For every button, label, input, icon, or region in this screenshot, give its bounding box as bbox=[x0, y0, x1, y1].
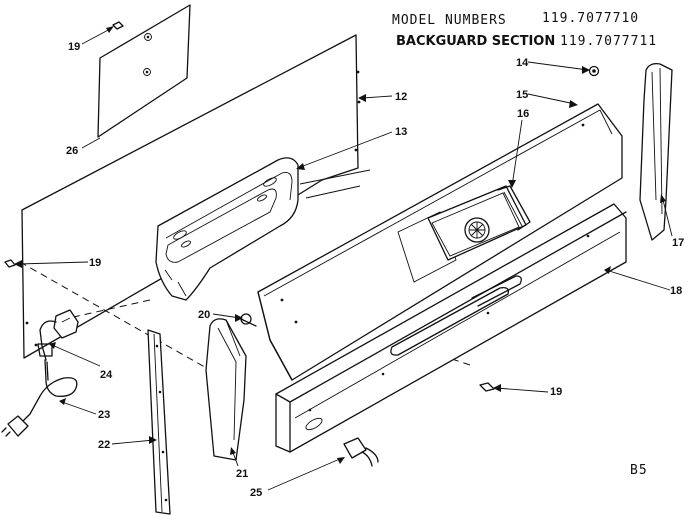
part-24-terminal-block bbox=[37, 309, 79, 361]
callout-12: 12 bbox=[395, 91, 407, 103]
callout-labels: 19 26 12 13 14 15 16 17 18 19 19 20 21 2… bbox=[66, 41, 684, 499]
model-numbers-label: MODEL NUMBERS bbox=[392, 13, 507, 28]
part-12-backguard-panel bbox=[21, 34, 371, 359]
callout-16: 16 bbox=[517, 108, 529, 120]
callout-25: 25 bbox=[250, 487, 262, 499]
part-16-clock-timer bbox=[427, 185, 531, 261]
part-14-nut bbox=[588, 65, 600, 77]
callout-26: 26 bbox=[66, 145, 78, 157]
callout-14: 14 bbox=[516, 57, 529, 69]
callout-21: 21 bbox=[236, 468, 248, 480]
hidden-line-left bbox=[19, 261, 211, 371]
page-code: B5 bbox=[630, 463, 648, 478]
callout-19-left: 19 bbox=[89, 257, 101, 269]
handle-slot bbox=[390, 275, 522, 356]
part-18-lower-trim-panel bbox=[275, 203, 627, 453]
callout-15: 15 bbox=[516, 89, 528, 101]
part-19-screw-top bbox=[112, 21, 124, 30]
part-17-right-end-cap bbox=[639, 62, 673, 241]
callout-22: 22 bbox=[98, 439, 110, 451]
callout-24: 24 bbox=[100, 369, 113, 381]
callout-13: 13 bbox=[395, 126, 407, 138]
leader-lines bbox=[14, 26, 673, 491]
part-19-screw-lower bbox=[479, 382, 495, 392]
part-13-heat-shield bbox=[155, 157, 299, 301]
section-title: BACKGUARD SECTION bbox=[396, 34, 555, 49]
part-25-connector bbox=[343, 437, 379, 467]
callout-20: 20 bbox=[198, 309, 210, 321]
header: MODEL NUMBERS 119.7077710 BACKGUARD SECT… bbox=[392, 11, 657, 49]
part-20-clip bbox=[240, 313, 257, 327]
part-21-left-end-cap bbox=[205, 318, 247, 461]
part-22-vertical-bracket bbox=[147, 329, 171, 515]
model-number-1: 119.7077710 bbox=[542, 11, 639, 26]
part-19-screw-left bbox=[4, 259, 16, 268]
part-26-rear-cover-plate bbox=[97, 4, 191, 138]
callout-17: 17 bbox=[672, 237, 684, 249]
part-23-power-cord bbox=[1, 359, 78, 437]
callout-23: 23 bbox=[98, 409, 110, 421]
callout-19-lower: 19 bbox=[550, 386, 562, 398]
model-number-2: 119.7077711 bbox=[560, 34, 657, 49]
callout-19-top: 19 bbox=[68, 41, 80, 53]
callout-18: 18 bbox=[670, 285, 682, 297]
